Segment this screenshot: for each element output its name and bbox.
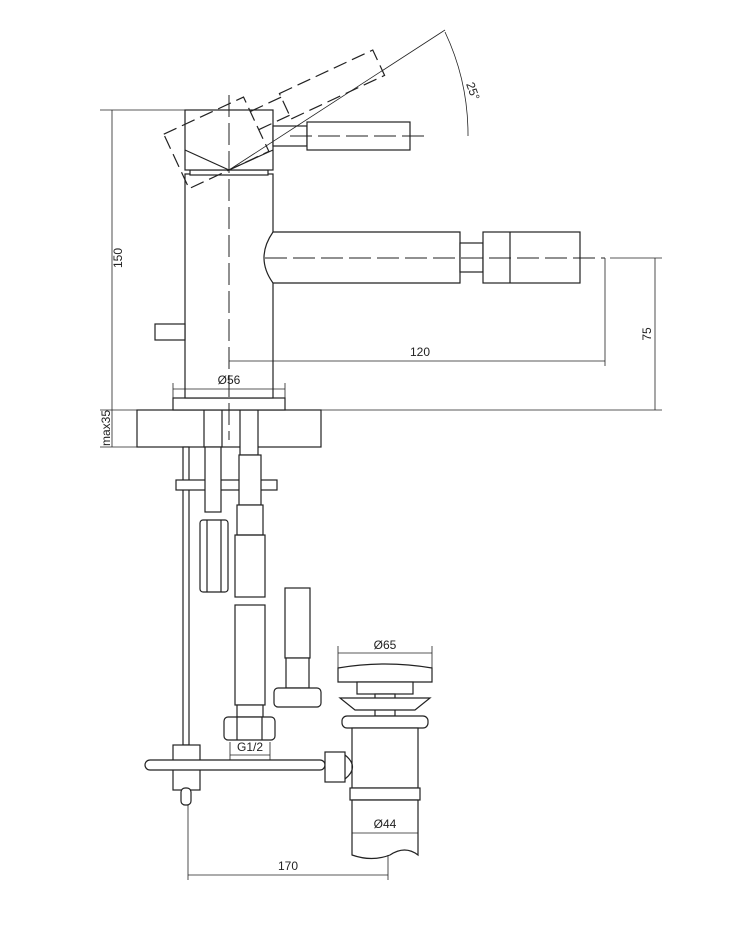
angle-dimension: 25° bbox=[228, 29, 483, 171]
angle-label: 25° bbox=[463, 80, 482, 102]
flexible-hose-1 bbox=[223, 454, 276, 741]
reach-label: 120 bbox=[410, 345, 430, 359]
waste-diameter-label: Ø44 bbox=[374, 817, 397, 831]
height-label: 150 bbox=[111, 248, 125, 268]
waste-diameter-dimension: Ø44 bbox=[352, 817, 418, 834]
spout-height-dimension: 75 bbox=[610, 257, 662, 410]
body-diameter-label: Ø56 bbox=[218, 373, 241, 387]
body-diameter-dimension: Ø56 bbox=[172, 373, 286, 398]
thickness-dimension: max35 bbox=[99, 410, 113, 447]
thickness-label: max35 bbox=[99, 410, 113, 446]
spout-height-label: 75 bbox=[640, 327, 654, 341]
height-dimension: 150 bbox=[100, 109, 185, 410]
flexible-hose-2 bbox=[273, 587, 322, 708]
waste-valve bbox=[324, 663, 433, 860]
pop-up-rod bbox=[144, 446, 326, 880]
waste-cap-label: Ø65 bbox=[374, 638, 397, 652]
rod-distance-label: 170 bbox=[278, 859, 298, 873]
reach-dimension: 120 bbox=[229, 258, 606, 366]
thread-label: G1/2 bbox=[237, 740, 263, 754]
waste-cap-dimension: Ø65 bbox=[337, 638, 433, 668]
lever-handle bbox=[162, 49, 411, 190]
countertop-section bbox=[100, 409, 662, 456]
thread-dimension: G1/2 bbox=[229, 740, 271, 760]
rod-distance-dimension: 170 bbox=[188, 855, 389, 880]
